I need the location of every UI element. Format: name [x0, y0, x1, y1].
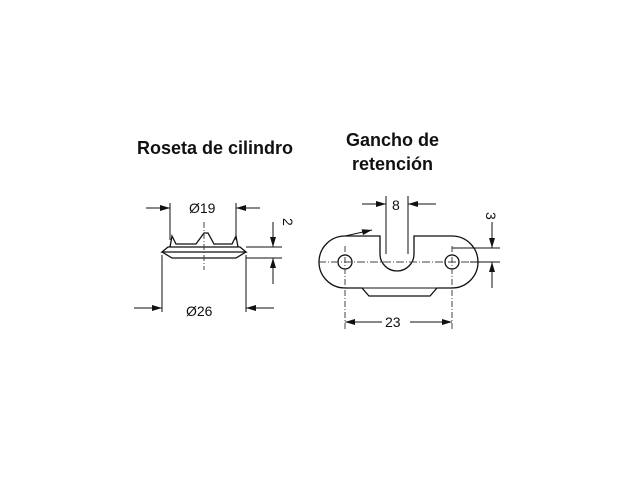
roseta-flange-top	[160, 246, 248, 253]
gancho-drawing	[318, 235, 479, 297]
gancho-title-line2: retención	[352, 154, 434, 174]
dim-19-label: Ø19	[189, 200, 216, 216]
top-left-leader-arrow	[344, 229, 373, 237]
gancho-dimensions	[318, 196, 500, 330]
gancho-title-line1: Gancho de	[346, 130, 440, 150]
dim-26-label: Ø26	[186, 303, 213, 319]
dim-8-label: 8	[392, 197, 400, 213]
dim-3-label: 3	[483, 212, 499, 220]
dim-23-label-bg	[382, 312, 410, 330]
roseta-drawing	[134, 203, 282, 312]
dim-23-label: 23	[385, 314, 401, 330]
roseta-teeth	[169, 232, 239, 248]
roseta-title: Roseta de cilindro	[137, 138, 294, 158]
gancho-body	[318, 235, 479, 297]
dim-2-label: 2	[280, 218, 296, 226]
